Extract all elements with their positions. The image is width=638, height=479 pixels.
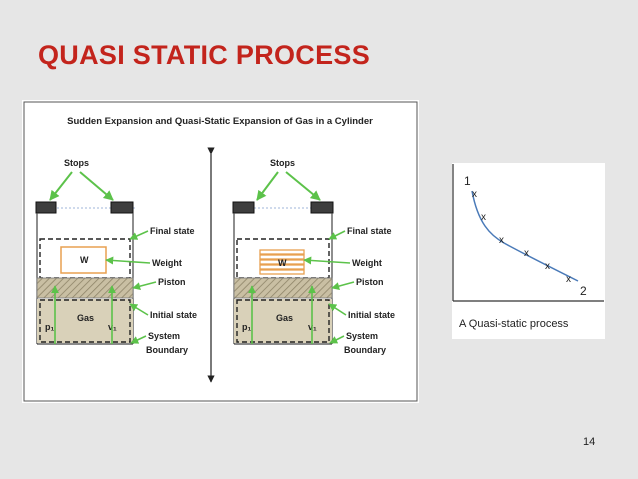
sudden-expansion-cylinder: Stops W Gas p₁ v₁ Final state Weight Pis… xyxy=(35,158,197,355)
system-label-left: System xyxy=(148,331,180,341)
piston-label-left: Piston xyxy=(158,277,186,287)
state-1-label: 1 xyxy=(464,174,471,188)
stop-block-right-a xyxy=(232,201,255,214)
process-marker: x xyxy=(566,274,571,285)
gas-region-left xyxy=(37,299,133,343)
quasi-static-process-plot: 1 2 x x x x x x A Quasi-static process xyxy=(452,163,605,339)
gas-label-left: Gas xyxy=(77,313,94,323)
final-state-label-right: Final state xyxy=(347,226,392,236)
state-2-label: 2 xyxy=(580,284,587,298)
initial-state-boundary-right xyxy=(236,299,330,343)
weight-letter-right: W xyxy=(278,258,287,268)
page-number: 14 xyxy=(583,436,596,448)
figure-title: Sudden Expansion and Quasi-Static Expans… xyxy=(67,116,373,127)
piston-left xyxy=(36,277,134,299)
gas-label-right: Gas xyxy=(276,313,293,323)
weight-letter-left: W xyxy=(80,255,89,265)
weight-label-right: Weight xyxy=(352,258,382,268)
expansion-diagram: Sudden Expansion and Quasi-Static Expans… xyxy=(22,100,419,403)
stop-block-left-b xyxy=(110,201,134,214)
stops-label-left: Stops xyxy=(64,158,89,168)
initial-state-boundary-left xyxy=(39,299,131,343)
piston-label-right: Piston xyxy=(356,277,384,287)
stacked-weights-right xyxy=(259,249,305,275)
system-label-right: System xyxy=(346,331,378,341)
stop-block-left-a xyxy=(35,201,57,214)
process-marker: x xyxy=(545,261,550,272)
piston-right xyxy=(233,277,333,299)
p1-label-right: p₁ xyxy=(242,322,251,332)
slide-title: QUASI STATIC PROCESS xyxy=(38,40,371,70)
gas-region-right xyxy=(234,299,332,343)
process-marker: x xyxy=(524,248,529,259)
boundary-label-left: Boundary xyxy=(146,345,188,355)
quasi-static-cylinder: Stops W Gas p₁ v₁ xyxy=(232,158,395,355)
final-state-boundary-left xyxy=(39,238,131,279)
stop-block-right-b xyxy=(310,201,334,214)
process-marker: x xyxy=(481,212,486,223)
process-curve xyxy=(471,190,579,282)
final-state-label-left: Final state xyxy=(150,226,195,236)
process-marker: x xyxy=(499,235,504,246)
process-marker: x xyxy=(472,189,477,200)
initial-state-label-right: Initial state xyxy=(348,310,395,320)
boundary-label-right: Boundary xyxy=(344,345,386,355)
initial-state-label-left: Initial state xyxy=(150,310,197,320)
plot-caption: A Quasi-static process xyxy=(459,318,569,330)
stops-label-right: Stops xyxy=(270,158,295,168)
p1-label-left: p₁ xyxy=(45,322,54,332)
weight-label-left: Weight xyxy=(152,258,182,268)
